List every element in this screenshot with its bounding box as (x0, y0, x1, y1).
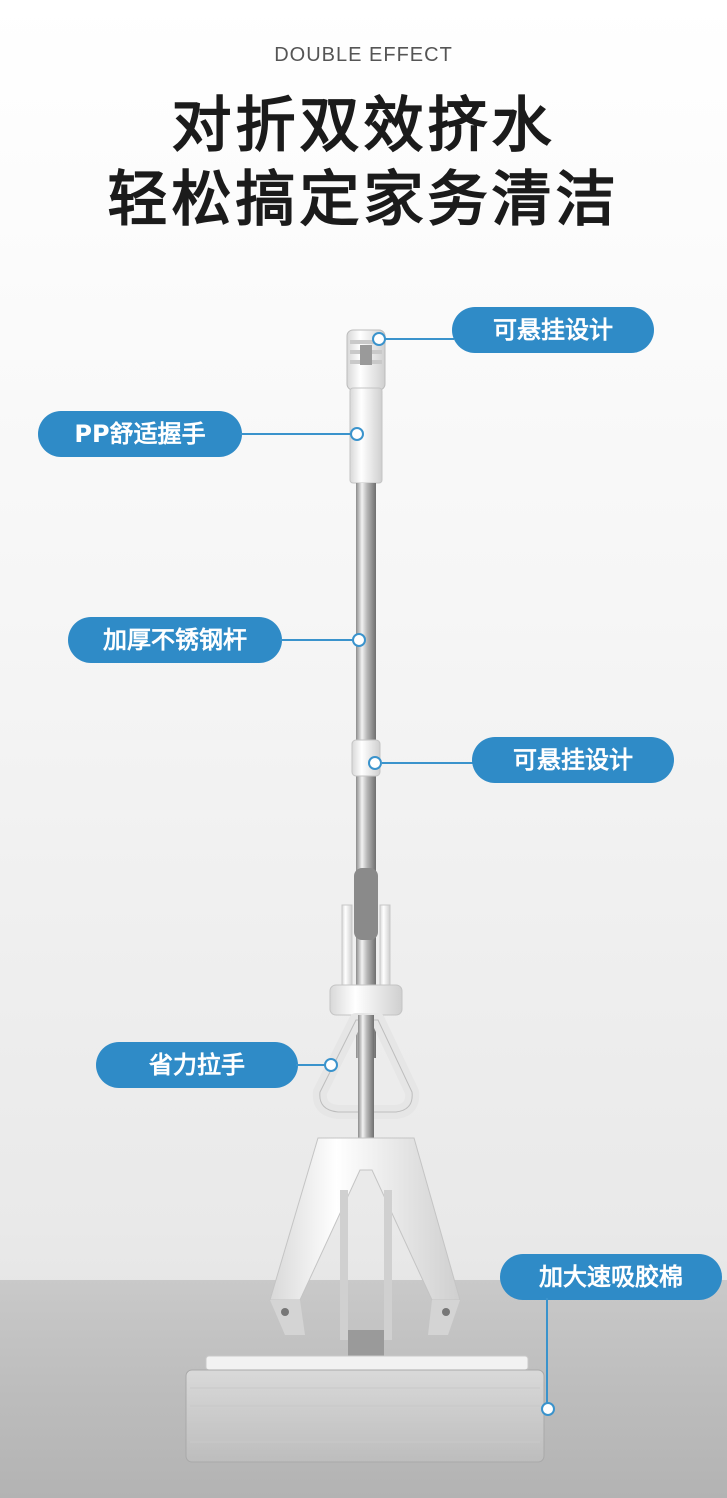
callout-line-sponge (546, 1298, 548, 1404)
callout-sponge: 加大速吸胶棉 (500, 1254, 722, 1300)
callout-dot-pull-handle (324, 1058, 338, 1072)
callout-rod: 加厚不锈钢杆 (68, 617, 282, 663)
callout-top-hang: 可悬挂设计 (452, 307, 654, 353)
callout-grip: PP舒适握手 (38, 411, 242, 457)
callout-mid-hang: 可悬挂设计 (472, 737, 674, 783)
callout-dot-grip (350, 427, 364, 441)
pull-handle (312, 984, 420, 1119)
callout-line-mid-hang (382, 762, 474, 764)
sponge-head (185, 1355, 545, 1463)
callout-line-rod (280, 639, 354, 641)
callout-dot-sponge (541, 1402, 555, 1416)
callout-dot-top-hang (372, 332, 386, 346)
title-line-1: 对折双效挤水 (171, 91, 556, 161)
fold-frame (269, 1137, 461, 1374)
callout-line-grip (240, 433, 352, 435)
subtitle: DOUBLE EFFECT (274, 44, 453, 66)
callout-line-top-hang (384, 338, 454, 340)
title-line-2: 轻松搞定家务清洁 (107, 165, 620, 235)
slider (354, 868, 378, 940)
callout-line-pull-handle (296, 1064, 326, 1066)
callout-dot-rod (352, 633, 366, 647)
callout-dot-mid-hang (368, 756, 382, 770)
callout-pull-handle: 省力拉手 (96, 1042, 298, 1088)
